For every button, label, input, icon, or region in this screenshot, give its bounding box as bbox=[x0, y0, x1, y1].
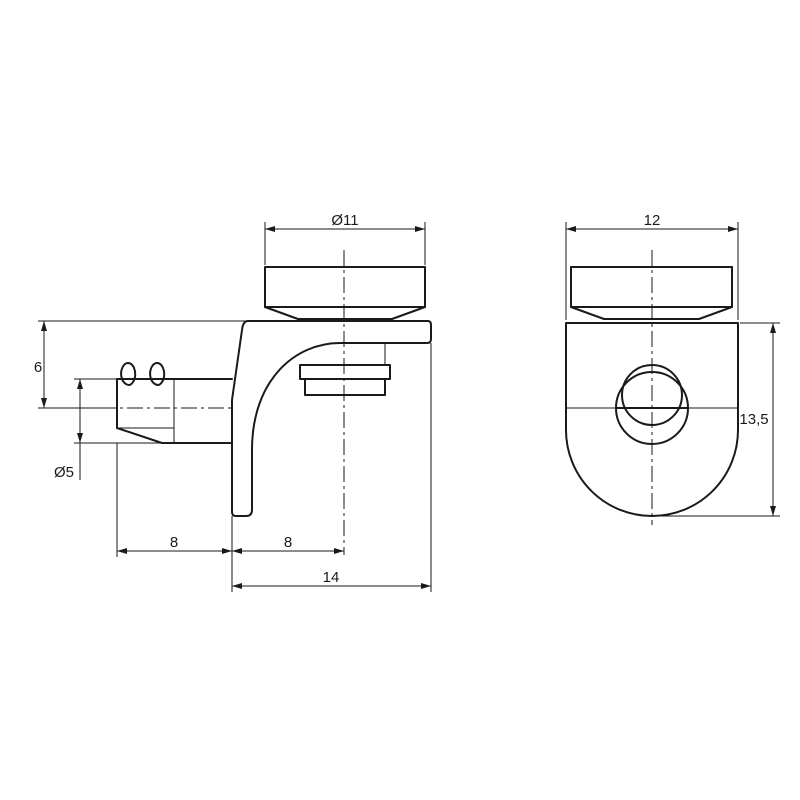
dim-diameter-head-label: Ø11 bbox=[331, 212, 358, 229]
side-boss-lower bbox=[304, 378, 386, 396]
side-bracket bbox=[231, 320, 432, 517]
side-head bbox=[264, 266, 426, 308]
dim-diameter-pin: Ø5 bbox=[54, 378, 162, 481]
dim-length-pin: 8 bbox=[116, 443, 233, 592]
dim-length-pin-label: 8 bbox=[170, 534, 178, 551]
dim-diameter-pin-label: Ø5 bbox=[54, 464, 74, 481]
dim-diameter-head: Ø11 bbox=[264, 212, 426, 265]
dim-height-six-label: 6 bbox=[34, 359, 42, 376]
dim-height-six: 6 bbox=[34, 320, 248, 409]
dim-height-front-label: 13,5 bbox=[739, 411, 768, 428]
front-pin-section bbox=[615, 407, 689, 445]
dim-overall-length: 14 bbox=[232, 343, 432, 592]
dim-width-front-label: 12 bbox=[644, 212, 661, 229]
side-pin-rib-2 bbox=[149, 362, 166, 386]
side-pin-rib-1 bbox=[120, 362, 137, 386]
dim-height-front: 13,5 bbox=[652, 322, 780, 517]
side-boss bbox=[299, 364, 391, 380]
dim-overall-length-label: 14 bbox=[323, 569, 340, 586]
dim-offset-center: 8 bbox=[232, 534, 344, 554]
dim-offset-center-label: 8 bbox=[284, 534, 292, 551]
side-view bbox=[100, 250, 432, 555]
dim-width-front: 12 bbox=[565, 212, 739, 320]
side-head-chamfer bbox=[264, 306, 426, 320]
front-view bbox=[565, 250, 739, 525]
